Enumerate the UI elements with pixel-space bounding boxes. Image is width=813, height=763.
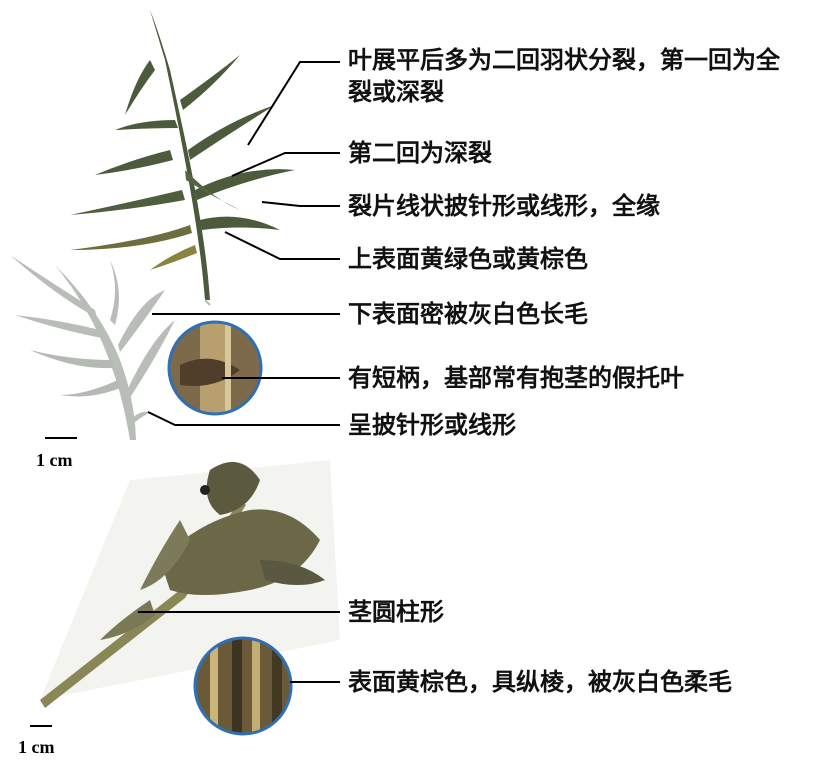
annotation-a5: 下表面密被灰白色长毛	[348, 300, 588, 328]
leader-lines	[138, 61, 340, 683]
leader-line-a2	[231, 152, 340, 177]
annotation-a1: 叶展平后多为二回羽状分裂，第一回为全裂或深裂	[348, 46, 780, 106]
leader-line-a1	[247, 61, 340, 146]
lower-leaf-specimen	[10, 255, 175, 440]
annotation-a2: 第二回为深裂	[348, 139, 492, 167]
annotation-a3: 裂片线状披针形或线形，全缘	[348, 192, 660, 220]
leader-line-a3	[261, 201, 340, 207]
petiole-closeup-inset	[167, 320, 263, 416]
annotation-a6: 有短柄，基部常有抱茎的假托叶	[348, 364, 684, 392]
annotation-a4: 上表面黄绿色或黄棕色	[348, 245, 588, 273]
scale-label-bottom: 1 cm	[18, 737, 55, 757]
scale-bar-top	[45, 437, 77, 439]
dry-herb-specimen	[40, 460, 340, 708]
annotation-a7: 呈披针形或线形	[348, 411, 516, 439]
scale-label-top: 1 cm	[36, 450, 73, 470]
scale-bar-bottom	[30, 725, 52, 727]
annotation-a8: 茎圆柱形	[348, 598, 444, 626]
annotation-a9: 表面黄棕色，具纵棱，被灰白色柔毛	[348, 668, 732, 696]
upper-leaf-specimen	[70, 10, 295, 306]
leader-line-a4	[224, 231, 340, 260]
leader-line-a7	[147, 411, 340, 426]
stem-closeup-inset	[193, 636, 293, 736]
